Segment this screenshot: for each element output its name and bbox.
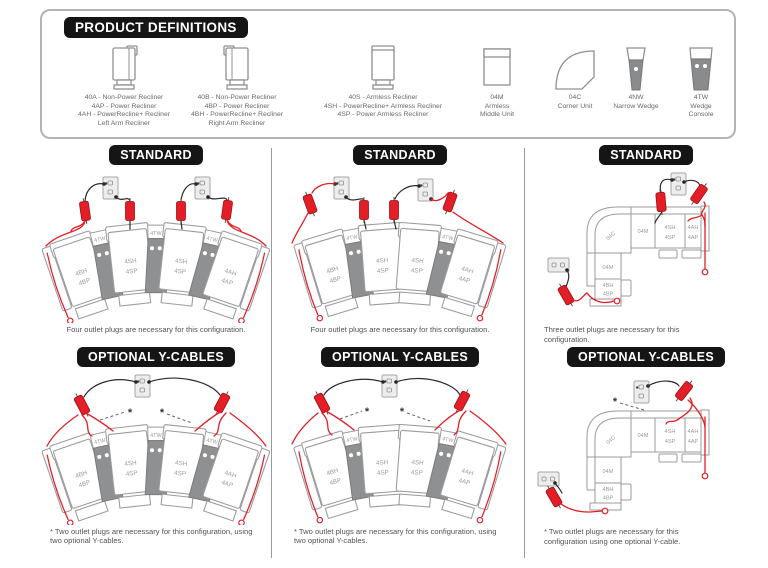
armless-middle-unit-icon xyxy=(483,48,511,86)
definition-line: Armless xyxy=(484,102,510,110)
product-definitions-box: PRODUCT DEFINITIONS 40A - Non-Power Recl… xyxy=(40,9,736,139)
standard-caption-col3: Three outlet plugs are necessary for thi… xyxy=(544,325,680,344)
optional-y-cables-badge: OPTIONAL Y-CABLES xyxy=(77,346,235,367)
definition-line: 4TW xyxy=(693,94,709,101)
optional-diagram-col2: * * xyxy=(291,374,508,525)
definition-line: 40B - Non-Power Recliner xyxy=(197,94,277,101)
optional-y-cables-badge: OPTIONAL Y-CABLES xyxy=(567,347,725,368)
wedge-console-icon xyxy=(689,47,713,91)
definition-line: 40A - Non-Power Recliner xyxy=(84,94,164,101)
definition-line: 4AH - PowerRecline+ Recliner xyxy=(78,111,170,119)
standard-diagram-col1 xyxy=(40,176,272,323)
definition-item-40b: 40B - Non-Power Recliner 4BP - Power Rec… xyxy=(170,45,304,129)
definition-line: Console xyxy=(688,111,714,119)
definition-item-40s: 40S - Armless Recliner 4SH - PowerReclin… xyxy=(298,45,468,120)
definition-line: Middle Unit xyxy=(480,111,514,119)
armless-recliner-icon xyxy=(371,45,395,90)
svg-text:*: * xyxy=(128,407,133,419)
optional-caption-col1: * Two outlet plugs are necessary for thi… xyxy=(50,526,253,546)
definition-line: 04M xyxy=(490,94,504,101)
svg-text:*: * xyxy=(613,396,618,408)
corner-unit-icon xyxy=(555,50,595,90)
recliner-left-arm-icon xyxy=(112,45,138,90)
definition-line: 4SH - PowerRecline+ Armless Recliner xyxy=(323,102,443,110)
definition-item-04m: 04M Armless Middle Unit xyxy=(464,45,530,120)
standard-diagram-col2 xyxy=(291,176,508,323)
definition-line: 4AP - Power Recliner xyxy=(91,102,157,110)
column-2: STANDARD Four outlet plugs are necessary… xyxy=(282,145,518,560)
recliner-right-arm-icon xyxy=(223,45,249,90)
standard-diagram-col3 xyxy=(547,172,711,310)
optional-diagram-col3: * xyxy=(537,377,710,515)
definition-line: Narrow Wedge xyxy=(613,102,659,110)
definition-line: 4SP - Power Armless Recliner xyxy=(337,111,429,119)
svg-text:*: * xyxy=(400,406,405,418)
definition-line: Wedge xyxy=(690,102,712,110)
standard-caption-col1: Four outlet plugs are necessary for this… xyxy=(66,325,246,334)
column-divider xyxy=(271,148,272,558)
definition-line: 04C xyxy=(568,94,582,101)
definition-line: 40S - Armless Recliner xyxy=(348,94,418,101)
definition-item-4tw: 4TW Wedge Console xyxy=(672,45,730,120)
definition-item-4nw: 4NW Narrow Wedge xyxy=(600,45,672,111)
svg-text:*: * xyxy=(365,406,370,418)
definition-line: 4NW xyxy=(628,94,644,101)
column-divider xyxy=(524,148,525,558)
standard-badge: STANDARD xyxy=(599,145,693,165)
definition-line: 4BH - PowerRecline+ Recliner xyxy=(191,111,283,119)
standard-badge: STANDARD xyxy=(109,145,203,165)
svg-text:*: * xyxy=(160,407,165,419)
definition-line: Left Arm Recliner xyxy=(97,120,151,128)
optional-caption-col2: * Two outlet plugs are necessary for thi… xyxy=(294,526,497,546)
optional-caption-col3: * Two outlet plugs are necessary for thi… xyxy=(544,527,681,546)
column-1: STANDARD Four outlet plugs are necessary… xyxy=(38,145,274,560)
optional-y-cables-badge: OPTIONAL Y-CABLES xyxy=(321,346,479,367)
definition-line: 4BP - Power Recliner xyxy=(204,102,270,110)
column-3: STANDARD Three outlet plugs are necessar… xyxy=(528,145,764,560)
narrow-wedge-icon xyxy=(626,47,646,91)
definition-line: Corner Unit xyxy=(557,102,593,110)
standard-badge: STANDARD xyxy=(353,145,447,165)
definition-item-04c: 04C Corner Unit xyxy=(534,45,616,111)
optional-diagram-col1: * * xyxy=(40,374,272,525)
definition-line: Right Arm Recliner xyxy=(208,120,266,128)
product-definitions-badge: PRODUCT DEFINITIONS xyxy=(64,17,248,38)
definition-item-40a: 40A - Non-Power Recliner 4AP - Power Rec… xyxy=(48,45,200,129)
standard-caption-col2: Four outlet plugs are necessary for this… xyxy=(310,325,490,334)
